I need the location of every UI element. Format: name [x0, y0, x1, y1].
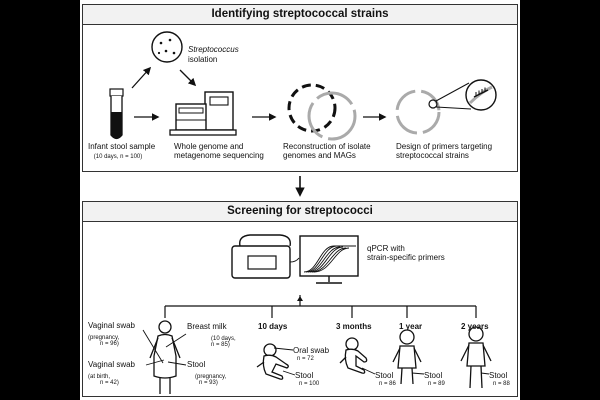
timepoint-3-months: 3 months: [336, 322, 372, 331]
sequencer-icon: [169, 91, 237, 136]
petri-dish-icon: [151, 31, 183, 63]
arrow-from-isolation: [179, 69, 197, 87]
timepoint-1-year: 1 year: [399, 322, 423, 331]
step-2-label: Whole genome and metagenome sequencing: [174, 142, 264, 160]
qpcr-label: qPCR with strain-specific primers: [367, 244, 445, 262]
stool-2y-pointer: [480, 372, 490, 375]
stool-10d-label: Stool n = 100: [295, 371, 320, 387]
test-tube-icon: [109, 88, 124, 140]
baby-3-months-icon: [339, 337, 368, 374]
vaginal-swab-birth-label: Vaginal swab (at birth, n = 42): [88, 360, 135, 387]
qpcr-machine-icon: [231, 234, 300, 279]
child-2-years-icon: [460, 326, 492, 389]
mother-figure-icon: [149, 320, 181, 394]
stool-1y-label: Stool n = 89: [424, 371, 445, 387]
streptococcus-label: Streptococcus: [188, 45, 239, 54]
genome-circles-icon: [287, 83, 357, 141]
timepoint-10-days: 10 days: [258, 322, 288, 331]
oral-swab-pointer: [273, 347, 294, 351]
stool-2y-label: Stool n = 88: [489, 371, 510, 387]
stool-1y-pointer: [411, 372, 425, 375]
step-4-label: Design of primers targeting streptococca…: [396, 142, 493, 160]
step-3-label: Reconstruction of isolate genomes and MA…: [283, 142, 371, 160]
vaginal-swab-pregnancy-label: Vaginal swab (pregnancy, n = 96): [88, 321, 135, 348]
baby-10-days-icon: [256, 343, 289, 380]
breast-milk-label: Breast milk (10 days, n = 85): [187, 322, 236, 349]
stool-3m-label: Stool n = 86: [375, 371, 396, 387]
stool-10d-pointer: [282, 370, 296, 376]
bottom-panel-title: Screening for streptococci: [83, 202, 517, 222]
top-panel: Identifying streptococcal strains: [82, 4, 518, 172]
stool-pregnancy-label: Stool (pregnancy, n = 93): [187, 360, 227, 387]
toddler-1-year-icon: [392, 329, 422, 385]
arrow-to-isolation: [131, 66, 152, 89]
timepoint-2-years: 2 years: [461, 322, 489, 331]
top-panel-title: Identifying streptococcal strains: [83, 5, 517, 25]
oral-swab-label: Oral swab n = 72: [293, 346, 330, 362]
isolation-label: isolation: [188, 55, 218, 64]
step-1-label: Infant stool sample (10 days, n = 100): [88, 142, 156, 160]
tree-arrowhead: [297, 296, 303, 301]
mother-pointer-lines: [142, 329, 187, 366]
sample-tree-lines: [164, 295, 477, 318]
stool-3m-pointer: [361, 367, 376, 375]
primer-design-icon: [395, 79, 497, 135]
monitor-icon: [299, 235, 359, 284]
